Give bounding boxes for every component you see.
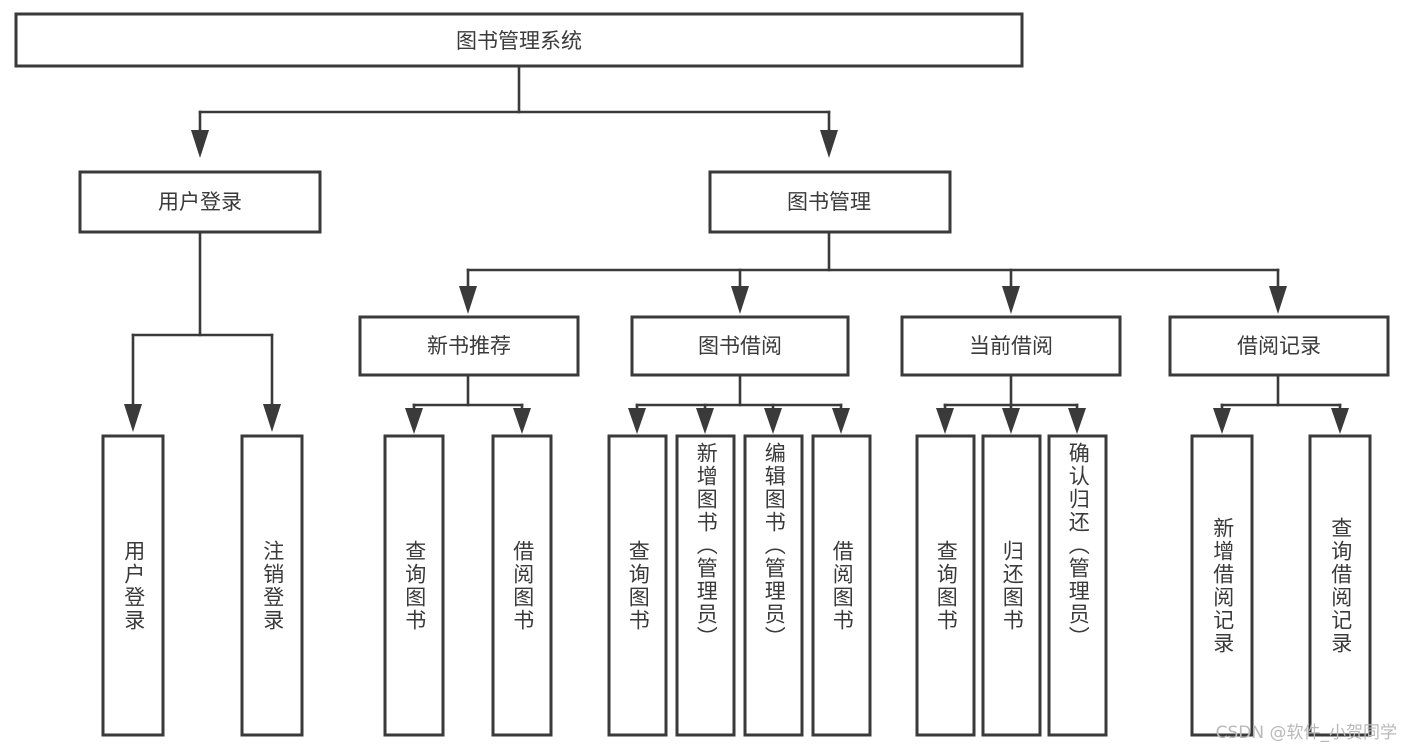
leaf-box-new-book-2[interactable] <box>491 434 553 737</box>
node-new-book-recommend[interactable] <box>358 315 580 377</box>
leaf-box-new-book-1[interactable] <box>383 434 445 737</box>
node-root-label: 图书管理系统 <box>456 29 582 53</box>
node-current-borrow[interactable] <box>900 315 1122 377</box>
arrow-head-leaf-current-borrow-1 <box>936 408 954 434</box>
leaf-box-current-borrow-2[interactable] <box>981 434 1042 737</box>
leaf-box-user-login-1[interactable] <box>101 434 165 737</box>
node-root[interactable] <box>14 12 1024 68</box>
node-user-login-label: 用户登录 <box>158 190 242 214</box>
node-current-borrow-label: 当前借阅 <box>969 334 1053 358</box>
node-book-borrow-label: 图书借阅 <box>698 334 782 358</box>
csdn-watermark: CSDN @软件_小贺同学 <box>1215 723 1397 743</box>
node-borrow-record[interactable] <box>1168 315 1390 377</box>
leaf-box-borrow-record-2[interactable] <box>1308 434 1372 737</box>
arrow-head-leaf-current-borrow-3 <box>1068 408 1086 434</box>
leaf-box-book-borrow-3[interactable] <box>743 434 804 737</box>
arrow-head-book-manage <box>820 130 838 158</box>
leaf-box-book-borrow-4[interactable] <box>811 434 872 737</box>
arrow-head-leaf-book-borrow-3 <box>764 408 782 434</box>
arrow-head-leaf-user-login-2 <box>263 404 281 432</box>
arrow-head-leaf-new-book-1 <box>405 408 423 434</box>
arrow-head-user-login <box>191 130 209 158</box>
arrow-head-leaf-new-book-2 <box>513 408 531 434</box>
leaf-box-current-borrow-1[interactable] <box>915 434 976 737</box>
arrow-head-leaf-book-borrow-2 <box>696 408 714 434</box>
node-borrow-record-label: 借阅记录 <box>1237 334 1321 358</box>
arrow-head-leaf-borrow-record-2 <box>1331 408 1349 434</box>
leaf-box-current-borrow-3[interactable] <box>1047 434 1108 737</box>
leaf-box-book-borrow-2[interactable] <box>675 434 736 737</box>
node-new-book-recommend-label: 新书推荐 <box>427 334 511 358</box>
arrow-head-leaf-book-borrow-4 <box>832 408 850 434</box>
arrow-head-borrow-record <box>1269 286 1287 314</box>
node-book-manage-label: 图书管理 <box>787 190 871 214</box>
arrow-head-current-borrow <box>1002 286 1020 314</box>
leaf-box-book-borrow-1[interactable] <box>607 434 668 737</box>
node-book-manage[interactable] <box>708 170 952 234</box>
node-book-borrow[interactable] <box>630 315 850 377</box>
arrow-head-leaf-user-login-1 <box>124 404 142 432</box>
arrow-head-leaf-borrow-record-1 <box>1213 408 1231 434</box>
leaf-box-user-login-2[interactable] <box>240 434 304 737</box>
arrow-head-book-borrow <box>731 286 749 314</box>
leaf-box-borrow-record-1[interactable] <box>1190 434 1254 737</box>
arrow-head-new-book-recommend <box>459 286 477 314</box>
arrow-head-leaf-book-borrow-1 <box>628 408 646 434</box>
arrow-head-leaf-current-borrow-2 <box>1002 408 1020 434</box>
